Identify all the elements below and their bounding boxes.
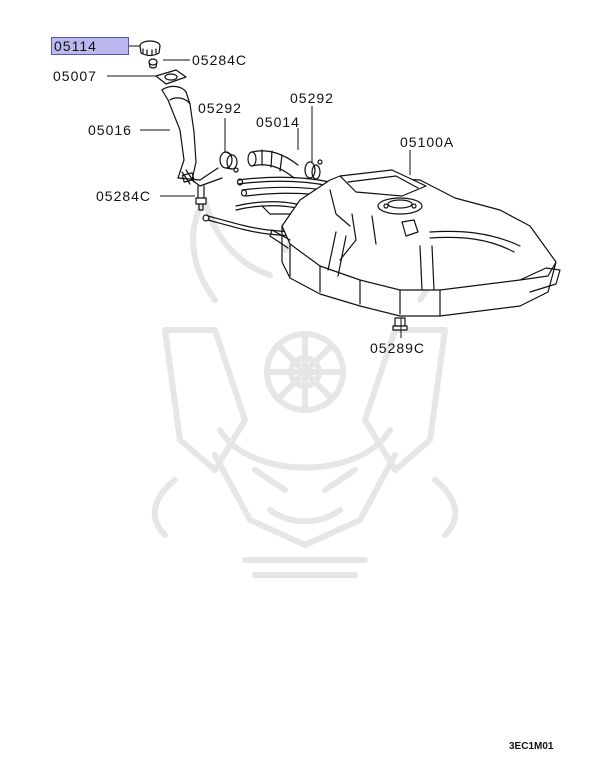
leader-lines <box>107 45 411 338</box>
label-05016[interactable]: 05016 <box>88 122 132 138</box>
clamp-top <box>148 58 158 69</box>
fuel-tank <box>269 169 561 317</box>
hose-clamp-left <box>219 151 239 173</box>
label-05292-left[interactable]: 05292 <box>198 100 242 116</box>
diagram-code: 3EC1M01 <box>509 741 554 752</box>
label-05114[interactable]: 05114 <box>51 37 129 55</box>
fuel-hose <box>247 149 299 179</box>
hose-clamp-right <box>304 159 323 180</box>
drain-plug <box>392 317 408 331</box>
label-05100a[interactable]: 05100A <box>400 134 455 150</box>
wire-harness <box>202 214 291 237</box>
label-05007[interactable]: 05007 <box>53 68 97 84</box>
label-05292-right[interactable]: 05292 <box>290 90 334 106</box>
label-05284c-left[interactable]: 05284C <box>96 188 152 204</box>
fuel-system-parts <box>139 40 561 331</box>
label-05284c-top[interactable]: 05284C <box>192 52 248 68</box>
label-05014[interactable]: 05014 <box>256 114 300 130</box>
label-05289c[interactable]: 05289C <box>370 340 426 356</box>
filler-flange <box>155 69 187 85</box>
bolt-left <box>195 185 207 211</box>
fuel-cap <box>139 40 161 57</box>
filler-pipe <box>161 85 223 187</box>
